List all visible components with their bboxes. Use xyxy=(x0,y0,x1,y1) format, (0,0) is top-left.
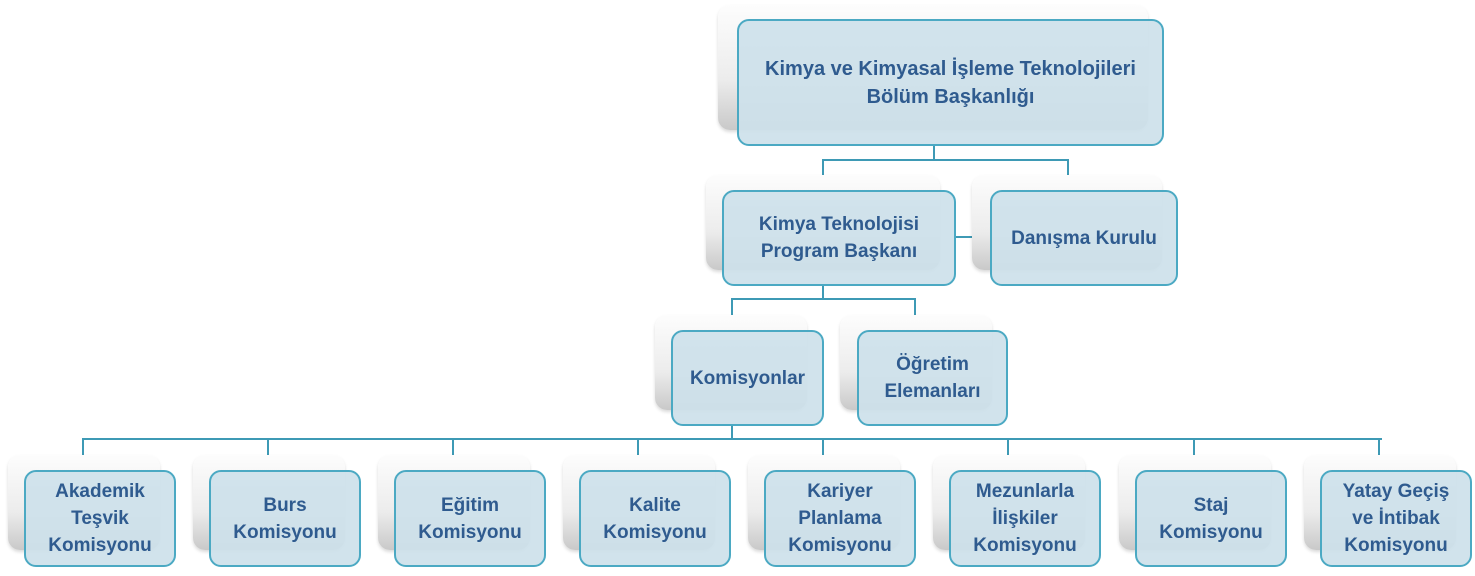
connector xyxy=(822,285,824,300)
node-label: Eğitim Komisyonu xyxy=(418,494,522,543)
node-label: Kalite Komisyonu xyxy=(603,494,707,543)
node-commission: Mezunlarla İlişkiler Komisyonu xyxy=(949,470,1101,567)
node-commission: Kalite Komisyonu xyxy=(579,470,731,567)
node-commission: Staj Komisyonu xyxy=(1135,470,1287,567)
connector xyxy=(731,298,733,330)
node-label: Öğretim Elemanları xyxy=(884,354,981,402)
connector xyxy=(731,298,916,300)
node-label: Mezunlarla İlişkiler Komisyonu xyxy=(973,481,1077,556)
node-commission: Yatay Geçiş ve İntibak Komisyonu xyxy=(1320,470,1472,567)
connector xyxy=(82,438,1382,440)
node-label: Akademik Teşvik Komisyonu xyxy=(48,481,152,556)
node-label: Kimya Teknolojisi Program Başkanı xyxy=(758,214,920,262)
connector xyxy=(933,145,935,161)
connector xyxy=(1067,159,1069,190)
node-commission: Burs Komisyonu xyxy=(209,470,361,567)
connector xyxy=(82,438,84,470)
node-commission: Eğitim Komisyonu xyxy=(394,470,546,567)
node-program-head: Kimya Teknolojisi Program Başkanı xyxy=(722,190,956,286)
connector xyxy=(267,438,269,470)
connector xyxy=(914,298,916,330)
connector xyxy=(1193,438,1195,470)
connector xyxy=(1378,438,1380,470)
node-commission: Akademik Teşvik Komisyonu xyxy=(24,470,176,567)
node-advisory-board: Danışma Kurulu xyxy=(990,190,1178,286)
connector xyxy=(637,438,639,470)
connector xyxy=(1007,438,1009,470)
node-commission: Kariyer Planlama Komisyonu xyxy=(764,470,916,567)
connector xyxy=(822,438,824,470)
node-label: Danışma Kurulu xyxy=(1011,227,1157,249)
node-label: Kariyer Planlama Komisyonu xyxy=(788,481,892,556)
connector xyxy=(822,159,1069,161)
connector xyxy=(731,425,733,440)
node-label: Staj Komisyonu xyxy=(1159,494,1263,543)
root-node: Kimya ve Kimyasal İşleme Teknolojileri B… xyxy=(737,19,1164,146)
node-teaching-staff: Öğretim Elemanları xyxy=(857,330,1008,426)
node-label: Kimya ve Kimyasal İşleme Teknolojileri B… xyxy=(765,57,1136,108)
node-commissions: Komisyonlar xyxy=(671,330,824,426)
connector xyxy=(452,438,454,470)
node-label: Yatay Geçiş ve İntibak Komisyonu xyxy=(1342,481,1450,556)
node-label: Burs Komisyonu xyxy=(233,494,337,543)
node-label: Komisyonlar xyxy=(689,367,806,389)
connector xyxy=(822,159,824,190)
